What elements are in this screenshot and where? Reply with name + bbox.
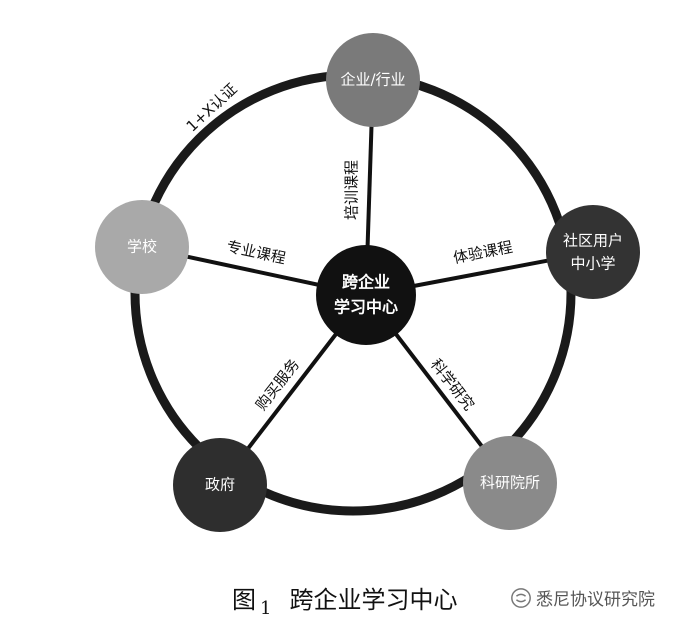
caption-title: 跨企业学习中心 [289,586,458,614]
watermark: 悉尼协议研究院 [510,585,655,610]
node-enterprise: 企业/行业 [326,33,420,127]
node-research-label: 科研院所 [480,474,540,492]
learning-center-diagram: 企业/行业 学校 社区用户 中小学 政府 科研院所 跨企业 学习中心 培训课程 … [95,33,640,532]
center-label-1: 跨企业 [342,273,390,292]
caption-label: 图 [232,586,256,614]
node-government-label: 政府 [205,476,235,494]
node-community: 社区用户 中小学 [546,205,640,299]
node-school: 学校 [95,200,189,294]
wechat-icon [511,587,531,608]
node-government: 政府 [173,438,267,532]
node-research-institute: 科研院所 [463,436,557,530]
node-school-label: 学校 [127,238,157,256]
node-center: 跨企业 学习中心 [316,245,416,345]
watermark-text: 悉尼协议研究院 [536,590,655,610]
center-label-2: 学习中心 [334,298,398,317]
node-enterprise-label: 企业/行业 [340,71,405,89]
node-community-label-1: 社区用户 [563,232,623,250]
edge-label-training: 培训课程 [343,160,361,220]
caption-number: 1 [260,598,272,619]
edge-label-professional: 专业课程 [225,237,287,267]
node-community-label-2: 中小学 [570,255,615,273]
edge-label-experience: 体验课程 [452,238,514,267]
